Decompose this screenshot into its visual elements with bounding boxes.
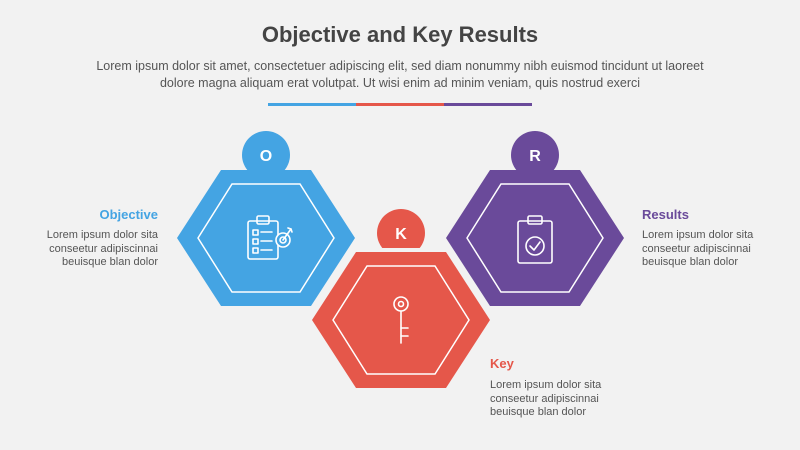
key-letter: K — [395, 226, 407, 243]
objective-label: Objective — [99, 207, 158, 222]
page-title: Objective and Key Results — [261, 22, 539, 47]
key-letter-circle — [377, 209, 425, 257]
clipboard-checklist-target-icon — [247, 215, 293, 260]
key-hexagon-group: K — [308, 209, 494, 392]
objective-hexagon — [177, 170, 355, 306]
objective-hexagon-group: O — [177, 131, 355, 306]
key-label: Key — [490, 356, 514, 371]
divider-segment-key — [356, 103, 444, 106]
results-label: Results — [642, 207, 689, 222]
results-letter: R — [529, 148, 541, 165]
results-description: Lorem ipsum dolor sita conseetur adipisc… — [642, 229, 754, 268]
key-description: Lorem ipsum dolor sita conseetur adipisc… — [490, 379, 602, 418]
divider-segment-objective — [268, 103, 356, 106]
objective-hexagon-outline — [197, 183, 335, 293]
objective-description: Lorem ipsum dolor sita conseetur adipisc… — [46, 229, 158, 268]
results-hexagon-outline — [466, 183, 604, 293]
results-letter-circle — [511, 131, 559, 179]
key-icon — [393, 296, 409, 344]
clipboard-check-icon — [517, 215, 553, 264]
results-hexagon — [446, 170, 624, 306]
divider-segment-results — [444, 103, 532, 106]
objective-letter-circle — [242, 131, 290, 179]
results-hexagon-group: R — [446, 131, 624, 306]
objective-letter: O — [260, 148, 272, 165]
page-subtitle: Lorem ipsum dolor sit amet, consectetuer… — [96, 59, 704, 90]
key-hexagon-outline — [332, 265, 470, 375]
